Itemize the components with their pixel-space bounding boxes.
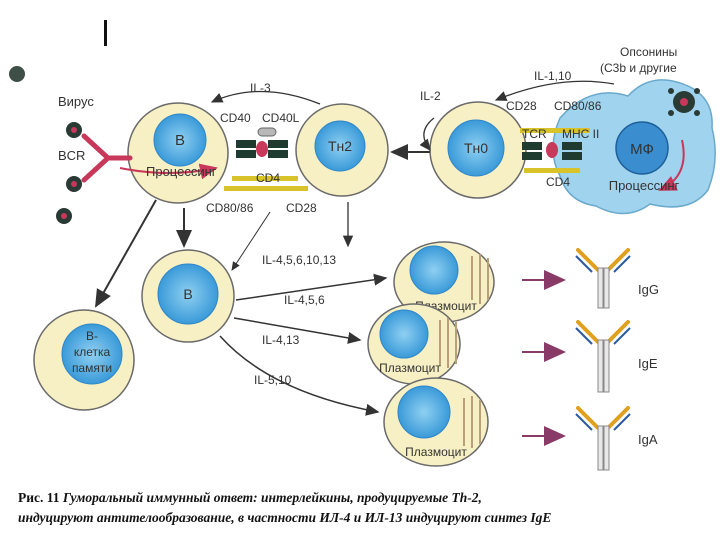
th2-cell: Tн2 bbox=[295, 103, 389, 197]
iga-antibody-icon bbox=[575, 406, 631, 471]
plasmocyte-2: Плазмоцит bbox=[367, 303, 461, 385]
caption-line-2: индуцируют антителообразование, в частно… bbox=[18, 508, 708, 528]
memory-b-cell: B- клетка памяти bbox=[33, 309, 135, 411]
bcr-receptor bbox=[81, 133, 133, 183]
memory-line2: клетка bbox=[74, 345, 111, 359]
cd4-right-label: CD4 bbox=[546, 175, 570, 189]
title-mark bbox=[104, 20, 107, 46]
il1-10-arrow bbox=[494, 80, 615, 101]
cd40l-label: CD40L bbox=[262, 111, 300, 125]
virus-1 bbox=[66, 122, 82, 138]
memory-line1: B- bbox=[86, 329, 98, 343]
th0-mf-synapse bbox=[520, 128, 590, 173]
cd40-label: CD40 bbox=[220, 111, 251, 125]
to-plasmocyte-3-arrow bbox=[219, 335, 380, 416]
il-4-13-label: IL-4,13 bbox=[262, 333, 300, 347]
iga-label: IgA bbox=[638, 432, 658, 447]
bullet-icon bbox=[9, 66, 25, 82]
to-plasmocyte-2-arrow bbox=[233, 317, 362, 344]
opsonin-particle bbox=[668, 88, 700, 116]
il2-label: IL-2 bbox=[420, 89, 441, 103]
caption-prefix: Рис. 11 bbox=[18, 490, 60, 505]
tcr-label: TCR bbox=[522, 127, 547, 141]
il3-arrow bbox=[210, 90, 321, 105]
th0-label: Tн0 bbox=[464, 140, 488, 156]
b-th2-synapse bbox=[224, 127, 308, 191]
igg-label: IgG bbox=[638, 282, 659, 297]
il-4-5-6-label: IL-4,5,6 bbox=[284, 293, 325, 307]
to-plasmocyte-1-arrow bbox=[235, 273, 388, 301]
b-to-memory-arrow bbox=[95, 199, 157, 308]
ige-label: IgE bbox=[638, 356, 658, 371]
b-cell: B bbox=[127, 102, 229, 204]
opsonins-sub-label: (C3b и другие bbox=[600, 61, 677, 75]
mf-processing-arrow bbox=[658, 139, 685, 191]
caption-text-2: индуцируют антителообразование, в частно… bbox=[18, 510, 552, 525]
cd80-86-right-label: CD80/86 bbox=[554, 99, 602, 113]
cd80-86-left-label: CD80/86 bbox=[206, 201, 254, 215]
plasmocyte-3-label: Плазмоцит bbox=[405, 445, 467, 459]
virus-label: Вирус bbox=[58, 94, 94, 109]
plasmocyte-2-label: Плазмоцит bbox=[379, 361, 441, 375]
virus-3 bbox=[56, 208, 72, 224]
opsonins-label: Опсонины bbox=[620, 45, 677, 59]
ige-antibody-icon bbox=[575, 320, 631, 393]
th0-cell: Tн0 bbox=[429, 101, 527, 199]
th2-to-activated-arrow bbox=[231, 211, 271, 271]
caption-text-1: Гуморальный иммунный ответ: интерлейкины… bbox=[62, 490, 482, 505]
caption-line-1: Рис. 11 Гуморальный иммунный ответ: инте… bbox=[18, 488, 708, 508]
il2-arrow bbox=[419, 117, 435, 152]
virus-2 bbox=[66, 176, 82, 192]
b-processing-label: Процессинг bbox=[146, 164, 217, 179]
b-cell-label: B bbox=[175, 132, 185, 149]
cd4-left-label: CD4 bbox=[256, 171, 280, 185]
il3-label: IL-3 bbox=[250, 81, 271, 95]
il1-10-label: IL-1,10 bbox=[534, 69, 572, 83]
il-4-5-6-10-13-label: IL-4,5,6,10,13 bbox=[262, 253, 336, 267]
mf-processing-label: Процессинг bbox=[609, 178, 680, 193]
macrophage-nucleus bbox=[615, 121, 669, 175]
bcr-label: BCR bbox=[58, 148, 85, 163]
cd28-right-label: CD28 bbox=[506, 99, 537, 113]
igg-antibody-icon bbox=[575, 248, 631, 309]
activated-b-label: B bbox=[183, 286, 192, 302]
th2-label: Tн2 bbox=[328, 138, 352, 154]
mhc2-label: MHC II bbox=[562, 127, 599, 141]
cd28-left-label: CD28 bbox=[286, 201, 317, 215]
activated-b-cell: B bbox=[141, 249, 235, 343]
il-5-10-label: IL-5,10 bbox=[254, 373, 292, 387]
b-processing-arrow bbox=[119, 163, 218, 180]
plasmocyte-3: Плазмоцит bbox=[383, 377, 489, 467]
figure-caption: Рис. 11 Гуморальный иммунный ответ: инте… bbox=[18, 488, 708, 528]
mf-label: МФ bbox=[630, 141, 654, 158]
memory-line3: памяти bbox=[72, 361, 112, 375]
